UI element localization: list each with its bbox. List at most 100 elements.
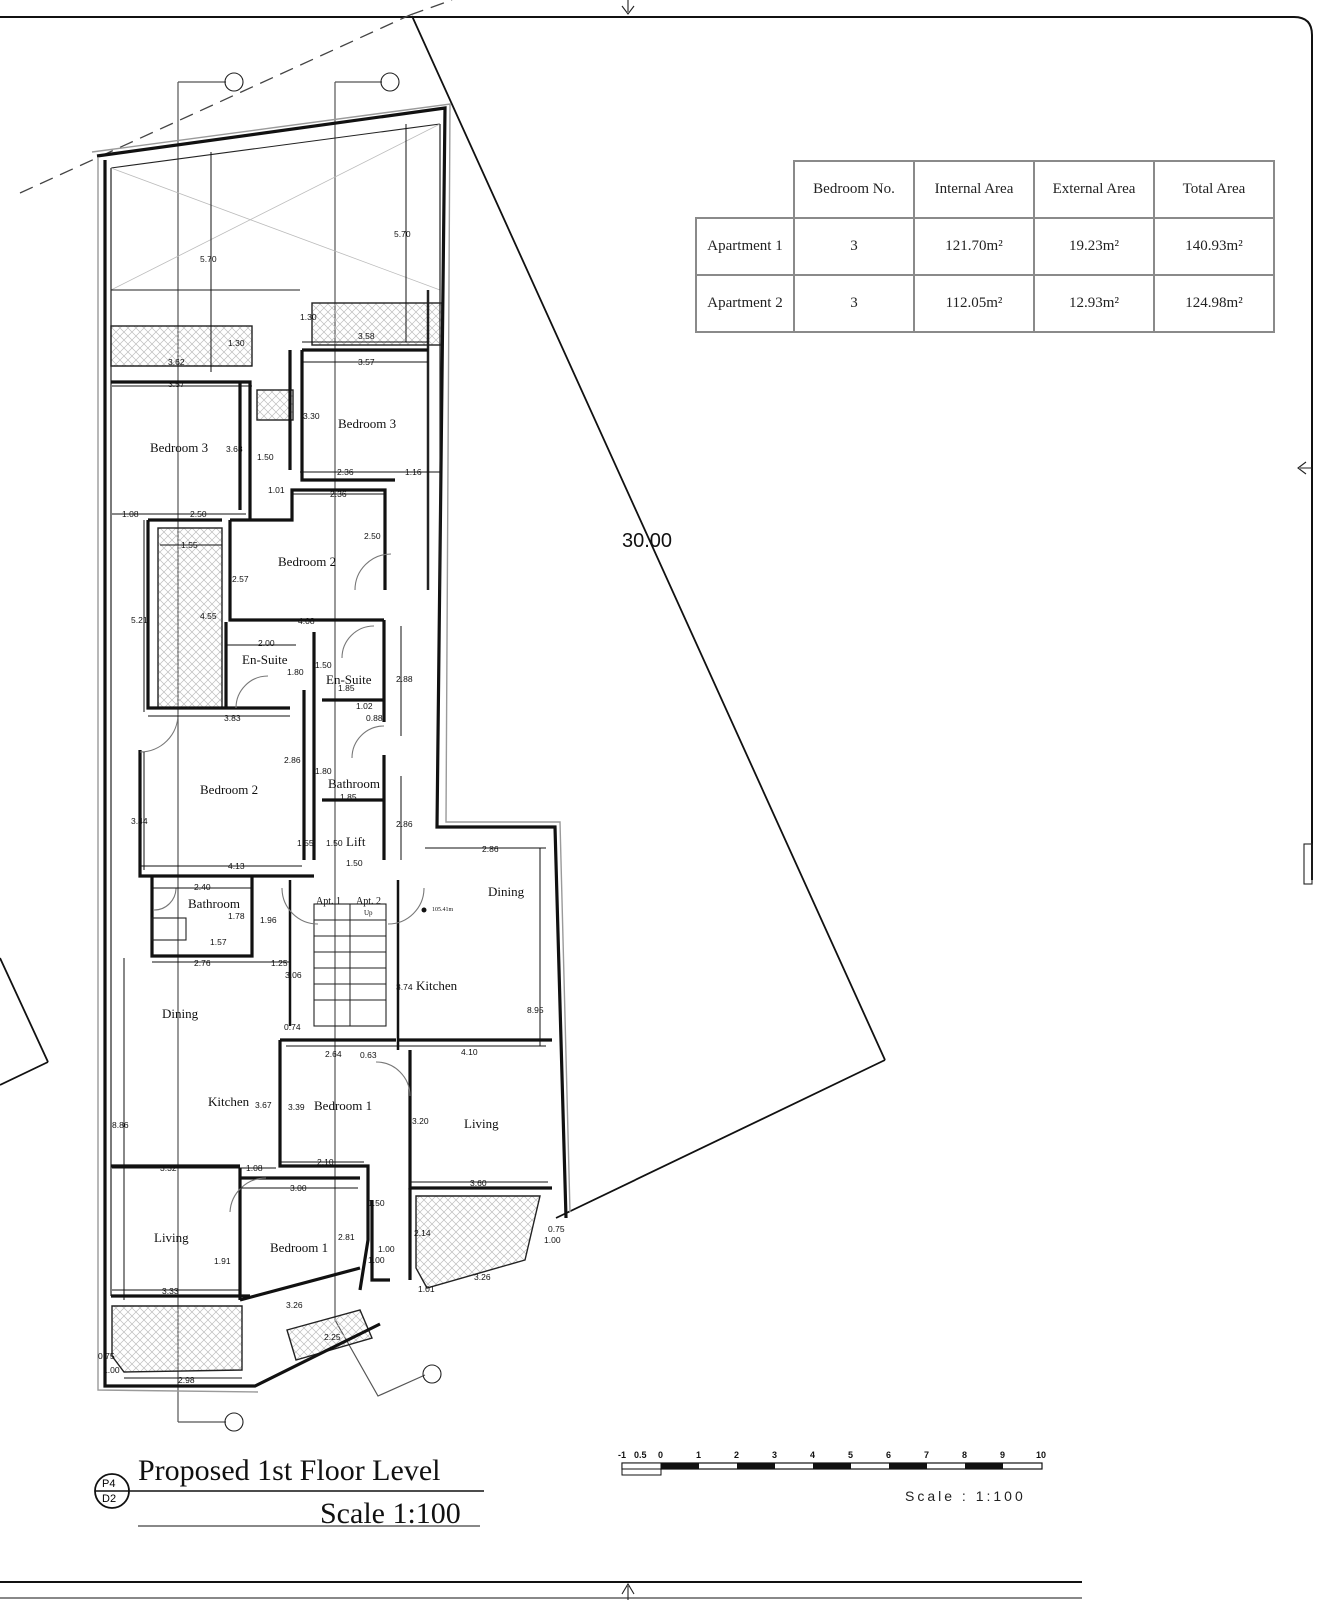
scale-tick: 9	[1000, 1450, 1005, 1460]
scale-tick: 10	[1036, 1450, 1046, 1460]
dim-label: 2.36	[330, 489, 347, 499]
scale-tick: 2	[734, 1450, 739, 1460]
dim-label: 1.00	[103, 1365, 120, 1375]
table-row: Apartment 2 3 112.05m² 12.93m² 124.98m²	[695, 274, 1275, 333]
row-label: Apartment 1	[695, 217, 795, 276]
title-reference-bubble: P4 D2	[94, 1473, 484, 1527]
table-corner	[696, 161, 795, 219]
row-label: Apartment 2	[695, 274, 795, 333]
dim-label: 1.08	[122, 509, 139, 519]
table-cell: 3	[793, 217, 915, 276]
interior-walls	[111, 348, 552, 1302]
dim-label: 2.64	[325, 1049, 342, 1059]
dim-label: 8.86	[112, 1120, 129, 1130]
room-ensuite-apt1: En-Suite	[242, 652, 288, 667]
room-bedroom-1-apt1: Bedroom 1	[270, 1240, 328, 1255]
table-cell: 3	[793, 274, 915, 333]
dim-label: 3.26	[474, 1272, 491, 1282]
scale-tick: 5	[848, 1450, 853, 1460]
dim-label: 5.21	[131, 615, 148, 625]
dim-label: 1.30	[300, 312, 317, 322]
dim-label: 1.00	[544, 1235, 561, 1245]
label-apt1: Apt. 1	[316, 896, 341, 907]
room-labels: Bedroom 3 Bedroom 3 Bedroom 2 En-Suite E…	[150, 416, 525, 1255]
dim-label: 3.00	[290, 1183, 307, 1193]
dim-label: 2.50	[364, 531, 381, 541]
dim-label: 3.32	[160, 1163, 177, 1173]
dim-label: 2.36	[337, 467, 354, 477]
room-bedroom-3-apt1: Bedroom 3	[150, 440, 208, 455]
dim-label: 2.50	[190, 509, 207, 519]
drawing-title: Proposed 1st Floor Level	[138, 1454, 441, 1487]
dim-label: 2.98	[178, 1375, 195, 1385]
scale-tick: -1	[618, 1450, 626, 1460]
dim-label: 3.06	[285, 970, 302, 980]
scale-tick: 6	[886, 1450, 891, 1460]
table-cell: 19.23m²	[1033, 217, 1155, 276]
dim-label: 2.25	[324, 1332, 341, 1342]
table-cell: 140.93m²	[1153, 217, 1275, 276]
dim-label: 2.88	[396, 674, 413, 684]
scale-tick: 4	[810, 1450, 815, 1460]
table-header: Internal Area	[913, 160, 1035, 219]
dim-label: 1.50	[326, 838, 343, 848]
scale-bar: -1 0.5 0 1 2 3 4 5 6 7 8 9 10	[618, 1450, 1046, 1476]
dim-label: 3.67	[255, 1100, 272, 1110]
dim-label: 0.63	[360, 1050, 377, 1060]
room-bedroom-2-apt2: Bedroom 2	[278, 554, 336, 569]
dim-label: 3.39	[288, 1102, 305, 1112]
dim-label: 1.02	[356, 701, 373, 711]
dim-label: 0.74	[284, 1022, 301, 1032]
dim-label: 3.60	[470, 1178, 487, 1188]
dim-label: 1.01	[268, 485, 285, 495]
dim-label: 0.75	[98, 1351, 115, 1361]
area-schedule-table: Bedroom No. Internal Area External Area …	[695, 160, 1275, 333]
dim-label: 4.55	[200, 611, 217, 621]
room-living-apt2: Living	[464, 1116, 499, 1131]
room-dining-apt2: Dining	[488, 884, 525, 899]
table-cell: 12.93m²	[1033, 274, 1155, 333]
dim-label: 1.30	[228, 338, 245, 348]
dim-label: 3.44	[131, 816, 148, 826]
dim-label: 8.95	[527, 1005, 544, 1015]
dim-label: 2.81	[338, 1232, 355, 1242]
dim-label: 1.78	[228, 911, 245, 921]
dim-label: 1.08	[246, 1163, 263, 1173]
dim-label: 1.16	[405, 467, 422, 477]
level-marker-icon	[421, 907, 427, 913]
room-bedroom-1-apt2: Bedroom 1	[314, 1098, 372, 1113]
label-apt2: Apt. 2	[356, 896, 381, 907]
scale-tick: 0	[658, 1450, 663, 1460]
dim-label: 2.76	[194, 958, 211, 968]
dim-label: 1.57	[210, 937, 227, 947]
site-dimension-label: 30.00	[622, 530, 672, 552]
outer-walls	[91, 103, 571, 1393]
dim-label: 1.01	[418, 1284, 435, 1294]
drawing-scale: Scale 1:100	[320, 1497, 461, 1530]
dim-label: 1.55	[181, 540, 198, 550]
room-lift: Lift	[346, 834, 366, 849]
table-row: Apartment 1 3 121.70m² 19.23m² 140.93m²	[695, 217, 1275, 276]
dim-label: 1.50	[346, 858, 363, 868]
dim-label: 5.70	[394, 229, 411, 239]
room-living-apt1: Living	[154, 1230, 189, 1245]
dim-label: 3.30	[303, 411, 320, 421]
table-cell: 121.70m²	[913, 217, 1035, 276]
dim-label: 3.68	[226, 444, 243, 454]
dim-label: 1.00	[368, 1255, 385, 1265]
door-swings	[139, 553, 425, 1213]
dim-label: 2.86	[284, 755, 301, 765]
dim-label: 1.00	[378, 1244, 395, 1254]
dim-label: 3.26	[286, 1300, 303, 1310]
dim-label: 3.20	[412, 1116, 429, 1126]
terraces	[110, 302, 541, 1373]
title-ref-top: P4	[102, 1478, 115, 1490]
dim-label: 2.57	[232, 574, 249, 584]
table-header-row: Bedroom No. Internal Area External Area …	[696, 160, 1275, 219]
dimension-labels: 5.70 5.70 1.30 1.30 3.58 3.57 3.62 3.57 …	[98, 229, 565, 1385]
dim-label: 1.80	[287, 667, 304, 677]
dim-label: 1.96	[260, 915, 277, 925]
dim-label: 3.83	[224, 713, 241, 723]
site-boundary: 30.00	[0, 0, 886, 1219]
